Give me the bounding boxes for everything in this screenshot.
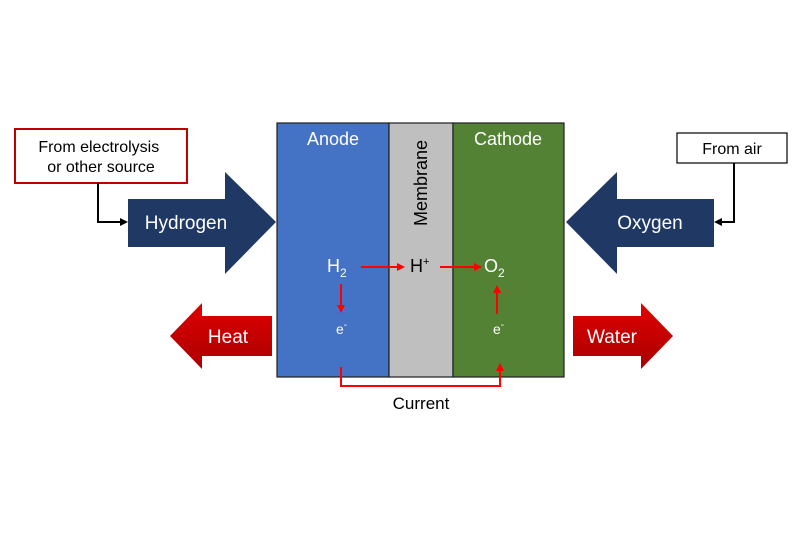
current-loop-arrow [340,363,504,387]
water-arrow: Water [573,303,673,369]
oxygen-source-label: From air [702,141,762,158]
hydrogen-arrow-label: Hydrogen [145,213,227,234]
oxygen-source-box: From air [676,132,788,164]
membrane-label: Membrane [411,140,431,226]
h-plus-label: H+ [410,256,429,276]
electron-anode-label: e- [336,320,347,337]
hydrogen-source-box: From electrolysis or other source [14,128,188,184]
heat-arrow-label: Heat [208,327,249,348]
anode-panel: Anode [276,122,390,378]
cathode-label: Cathode [474,129,542,149]
hydrogen-source-line-1: From electrolysis [38,139,159,156]
oxygen-arrow-label: Oxygen [617,213,682,234]
oxygen-connector [714,163,735,226]
cathode-panel: Cathode [452,122,565,378]
current-label: Current [393,394,450,413]
o2-label: O2 [484,256,505,280]
membrane-panel: Membrane [388,122,454,378]
hydrogen-source-line-2: or other source [47,159,155,176]
anode-label: Anode [307,129,359,149]
electron-cathode-label: e- [493,320,504,337]
hydrogen-arrow: Hydrogen [128,172,276,274]
heat-arrow: Heat [170,303,272,369]
hydrogen-connector [97,183,128,226]
h2-label: H2 [327,256,347,280]
oxygen-arrow: Oxygen [566,172,714,274]
water-arrow-label: Water [587,327,638,348]
svg-text:From electrolysis or oth: From electrolysis or other source [38,139,163,176]
